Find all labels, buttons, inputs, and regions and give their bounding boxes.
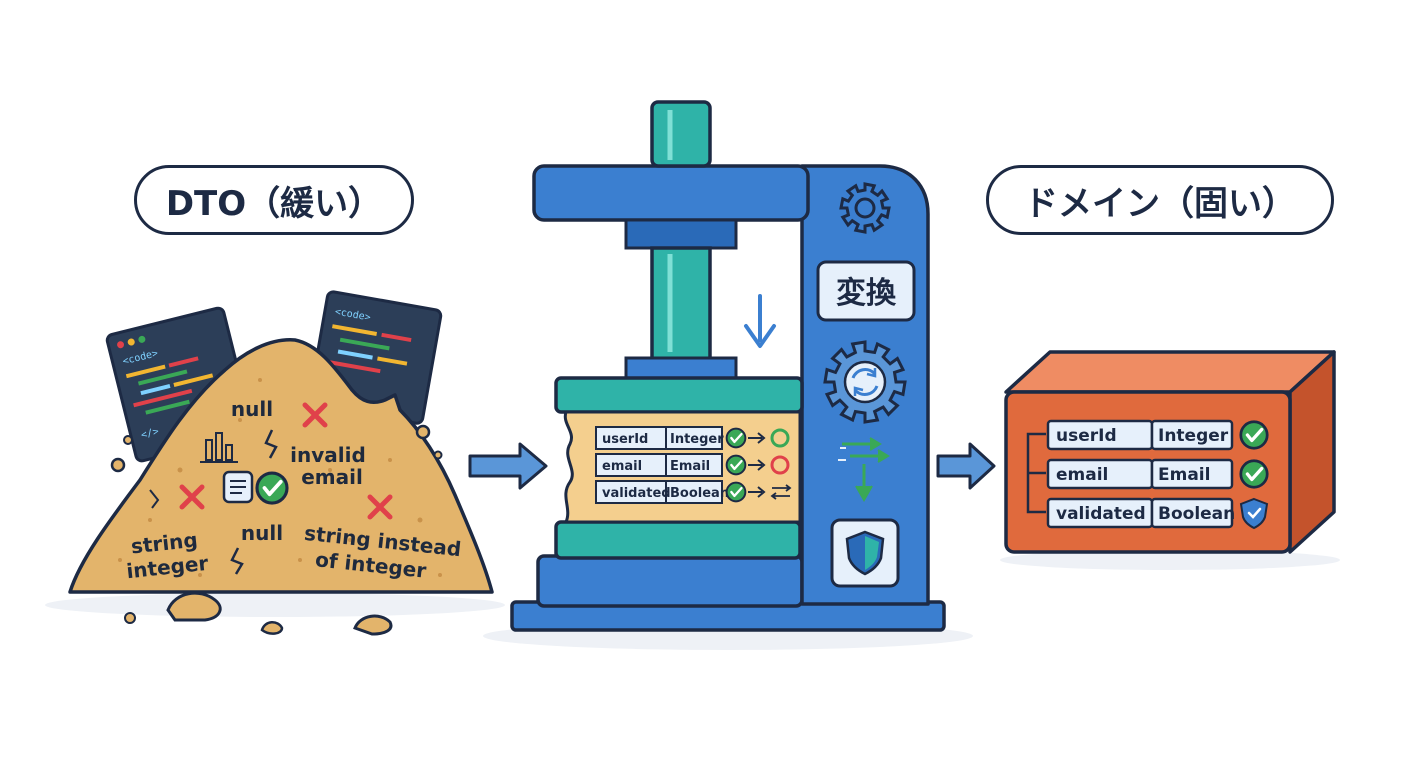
status-ring-icon <box>770 455 790 475</box>
domain-field-row: email Email <box>1046 458 1269 490</box>
field-name: validated <box>1056 504 1146 524</box>
flow-arrow-1 <box>468 442 548 490</box>
null-text: null <box>231 397 273 421</box>
field-type-cell <box>665 453 723 477</box>
domain-field-row: userId Integer <box>1046 419 1269 451</box>
domain-label: ドメイン（固い） <box>986 165 1334 235</box>
field-type: Email <box>670 459 710 474</box>
shield-icon <box>845 530 885 576</box>
field-type: Boolean <box>1158 504 1235 524</box>
field-type: Boolean <box>670 486 729 501</box>
domain-box: userId Integer email Email validated Boolean <box>1000 350 1340 570</box>
field-name: userId <box>1056 426 1117 446</box>
status-ring-icon <box>770 428 790 448</box>
domain-label-text: ドメイン（固い） <box>1024 183 1296 224</box>
check-icon <box>725 481 747 503</box>
field-type-cell <box>1150 419 1234 451</box>
press-field-row: email Email <box>595 453 790 477</box>
bar-chart-icon <box>200 432 238 463</box>
null-text-2: null <box>241 521 283 545</box>
check-icon <box>255 471 289 505</box>
field-type-cell <box>665 480 723 504</box>
invalid-text-2: email <box>301 465 363 489</box>
field-type-cell <box>665 426 723 450</box>
convert-badge <box>816 260 916 322</box>
check-icon <box>725 454 747 476</box>
domain-field-rows: userId Integer email Email validated Boolean <box>1046 419 1269 530</box>
field-type: Integer <box>670 432 724 447</box>
convert-label: 変換 <box>836 276 897 311</box>
check-icon <box>1239 420 1269 450</box>
code-close-left: </> <box>140 426 160 441</box>
sand-pile-body <box>68 338 494 594</box>
invalid-text-1: invalid <box>290 443 366 467</box>
field-name: email <box>602 459 642 474</box>
press-field-row: userId Integer <box>595 426 790 450</box>
gear-icon <box>839 182 891 234</box>
flow-arrows-icon <box>838 437 890 503</box>
shield-check-icon <box>1239 497 1269 530</box>
field-type: Email <box>1158 465 1210 485</box>
dto-label: DTO（緩い） <box>134 165 414 235</box>
cycle-gear-icon <box>823 340 907 424</box>
swap-arrows-icon <box>770 484 792 500</box>
document-icon <box>222 470 254 504</box>
field-name: userId <box>602 432 648 447</box>
check-icon <box>1239 459 1269 489</box>
field-name: validated <box>602 486 671 501</box>
field-type: Integer <box>1158 426 1229 446</box>
flow-arrow-2 <box>936 442 996 490</box>
field-name: email <box>1056 465 1108 485</box>
dto-label-text: DTO（緩い） <box>165 183 383 224</box>
field-type-cell <box>1150 458 1234 490</box>
field-type-cell <box>1150 497 1234 529</box>
check-icon <box>725 427 747 449</box>
sand-pile: <code> </> <code> </> <box>45 290 505 636</box>
domain-field-row: validated Boolean <box>1046 497 1269 530</box>
